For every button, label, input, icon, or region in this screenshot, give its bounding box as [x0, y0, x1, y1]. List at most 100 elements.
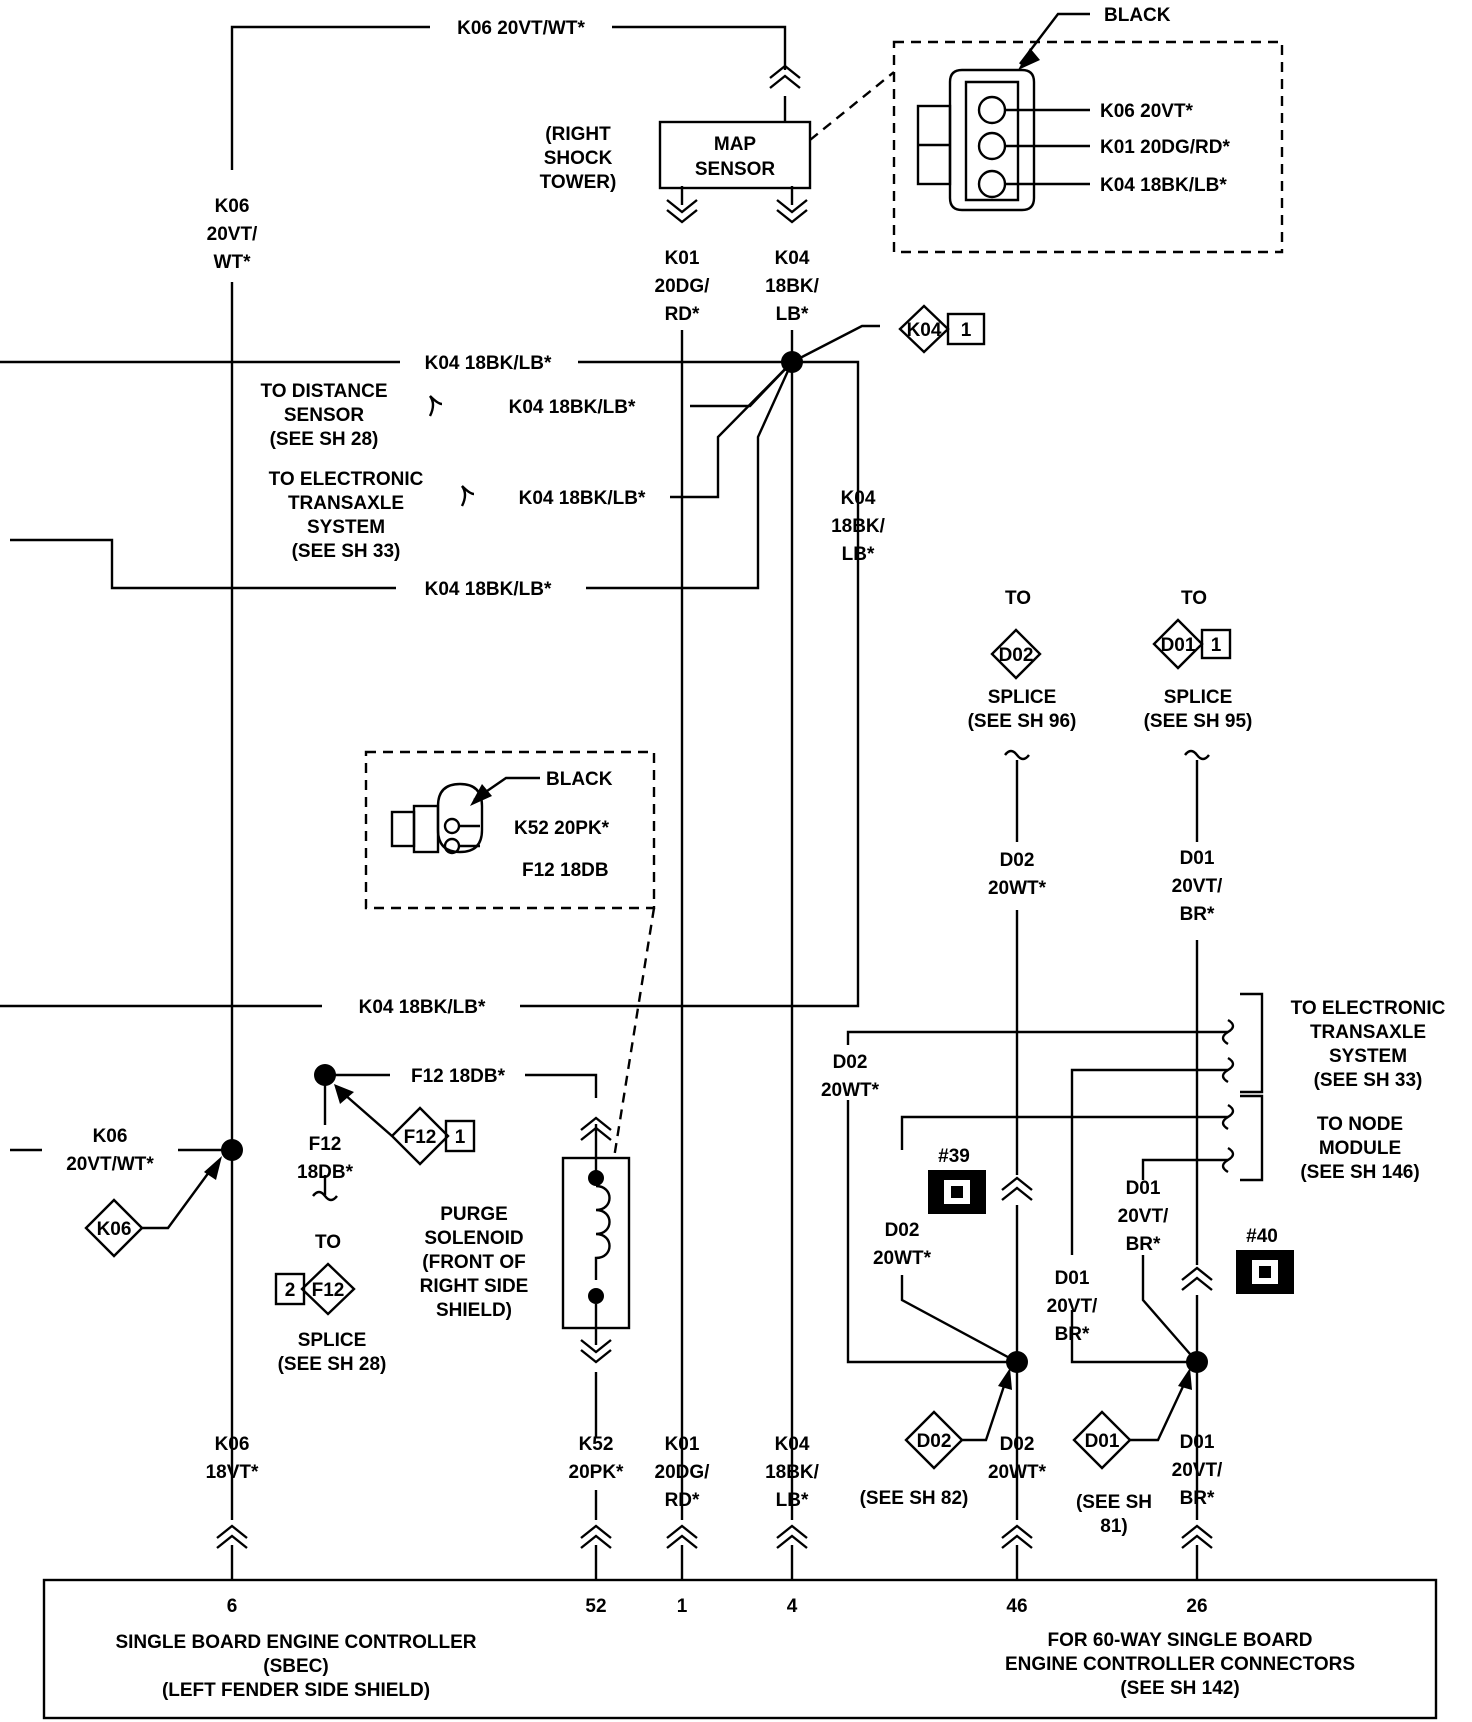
bottom-d01-2: 20VT/: [1172, 1460, 1223, 1481]
k04-map-2: 18BK/: [765, 276, 820, 297]
d02-mid-2: 20WT*: [873, 1248, 932, 1269]
k04-run-label-2: K04 18BK/LB*: [509, 397, 636, 418]
f12-splice-num: 2: [285, 1280, 296, 1301]
bottom-wire-labels: K06 18VT* K52 20PK* K01 20DG/ RD* K04 18…: [206, 1368, 1223, 1537]
purge-connector-body: [436, 782, 484, 854]
d01-tag-leader: [1130, 1379, 1188, 1442]
connectors-note-1: FOR 60-WAY SINGLE BOARD: [1048, 1630, 1313, 1651]
wire-break-icon: [312, 395, 1235, 1202]
d02-tag-diamond: [904, 1410, 964, 1470]
see-sh-82: (SEE SH 82): [860, 1488, 969, 1509]
see-sh-81-1: (SEE SH: [1076, 1492, 1152, 1513]
bottom-k06-1: K06: [215, 1434, 250, 1455]
f12-splice-dot: [314, 1064, 336, 1086]
bottom-k01-2: 20DG/: [655, 1462, 711, 1483]
connectors-note-3: (SEE SH 142): [1120, 1678, 1239, 1699]
f12-splice-to: TO: [315, 1232, 341, 1253]
bottom-k52-1: K52: [579, 1434, 614, 1455]
k06-top-wire-left: [230, 25, 430, 170]
sbec-title-1: SINGLE BOARD ENGINE CONTROLLER: [115, 1632, 476, 1653]
k04-splice-tag: K04: [907, 320, 942, 341]
d02-tag-leader: [962, 1379, 1008, 1442]
k04-branch-ets: [670, 361, 793, 499]
d01-mid-3: BR*: [1055, 1324, 1090, 1345]
purge-label-1: PURGE: [440, 1204, 508, 1225]
ets-left-4: (SEE SH 33): [292, 541, 401, 562]
top-labels: K06 20VT/WT* K06 20VT/ WT* K01 20DG/ RD*…: [207, 18, 986, 1018]
map-location-1: (RIGHT: [545, 124, 611, 145]
k01-map-1: K01: [665, 248, 700, 269]
d01-node-down: [1141, 1255, 1198, 1363]
map-pin-1: K06 20VT*: [1100, 101, 1194, 122]
f12-tag-diamond: [390, 1106, 450, 1166]
f12-vert-2: 18DB*: [297, 1162, 354, 1183]
k04-run-label-1: K04 18BK/LB*: [425, 353, 552, 374]
k06-left-1: K06: [215, 196, 250, 217]
k01-map-2: 20DG/: [655, 276, 711, 297]
purge-solenoid: PURGE SOLENOID (FRONT OF RIGHT SIDE SHIE…: [420, 1156, 631, 1330]
sbec-box: [42, 1578, 1438, 1720]
map-location-2: SHOCK: [544, 148, 613, 169]
ets-right-4: (SEE SH 33): [1314, 1070, 1423, 1091]
connectors-note-2: ENGINE CONTROLLER CONNECTORS: [1005, 1654, 1355, 1675]
map-sensor: MAP SENSOR (RIGHT SHOCK TOWER): [540, 71, 895, 193]
d01-splice-dot: [1186, 1351, 1208, 1373]
f12-splice-2: (SEE SH 28): [278, 1354, 387, 1375]
ground-39-label: #39: [938, 1146, 970, 1167]
ets-left-3: SYSTEM: [307, 517, 385, 538]
k04-splice-dot: [781, 351, 803, 373]
map-connector-leader: [1019, 12, 1090, 65]
d02-top-splice-2: (SEE SH 96): [968, 711, 1077, 732]
k04-loop-right: [520, 360, 860, 1008]
k04-map-1: K04: [775, 248, 810, 269]
bottom-d01-1: D01: [1180, 1432, 1215, 1453]
bottom-d02-1: D02: [1000, 1434, 1035, 1455]
d01-top-tag: D01: [1161, 635, 1196, 656]
node-module-1: TO NODE: [1317, 1114, 1403, 1135]
sbec-title-3: (LEFT FENDER SIDE SHIELD): [162, 1680, 430, 1701]
d02-left-2: 20WT*: [821, 1080, 880, 1101]
bottom-k52-2: 20PK*: [569, 1462, 625, 1483]
splice-dots: [221, 351, 1208, 1373]
wires: [0, 25, 1228, 1580]
bottom-d02-2: 20WT*: [988, 1462, 1047, 1483]
k04-splice-num: 1: [961, 320, 972, 341]
k06-tag-leader: [142, 1167, 213, 1230]
d02-top-wire-1: D02: [1000, 850, 1035, 871]
solenoid-coil-icon: [594, 1184, 611, 1280]
purge-connector-frame: [364, 750, 656, 910]
map-connector-color: BLACK: [1104, 5, 1171, 26]
k06-mid-2: 20VT/WT*: [66, 1154, 154, 1175]
map-sensor-box: [658, 120, 812, 190]
d01-top-wire-3: BR*: [1180, 904, 1215, 925]
pin-46: 46: [1006, 1596, 1027, 1617]
k04-run-label-4: K04 18BK/LB*: [425, 579, 552, 600]
d01-top-num: 1: [1211, 635, 1222, 656]
d01-node-1: D01: [1126, 1178, 1161, 1199]
k04-run-label-5: K04 18BK/LB*: [359, 997, 486, 1018]
bottom-k01-1: K01: [665, 1434, 700, 1455]
d02-top-splice: TO D02 SPLICE (SEE SH 96) D02 20WT*: [968, 588, 1077, 899]
pin-52: 52: [585, 1596, 606, 1617]
k04-right-1: K04: [841, 488, 876, 509]
ets-right-2: TRANSAXLE: [1310, 1022, 1426, 1043]
node-bracket: [1240, 1094, 1264, 1182]
k06-splice-dot: [221, 1139, 243, 1161]
purge-connector-detail: BLACK K52 20PK* F12 18DB: [364, 750, 656, 1159]
k04-map-3: LB*: [776, 304, 809, 325]
ets-left-2: TRANSAXLE: [288, 493, 404, 514]
bottom-k04-2: 18BK/: [765, 1462, 820, 1483]
d02-splice-dot: [1006, 1351, 1028, 1373]
purge-callout-dash: [612, 907, 656, 1159]
map-pin-3: K04 18BK/LB*: [1100, 175, 1227, 196]
map-pin-2: K01 20DG/RD*: [1100, 137, 1230, 158]
f12-splice-1: SPLICE: [298, 1330, 367, 1351]
f12-num: 1: [455, 1127, 466, 1148]
map-callout-dash: [809, 71, 895, 141]
ets-left-1: TO ELECTRONIC: [269, 469, 424, 490]
k04-run-label-3: K04 18BK/LB*: [519, 488, 646, 509]
f12-run-b: [525, 1073, 598, 1098]
ets-right-3: SYSTEM: [1329, 1046, 1407, 1067]
ets-right-1: TO ELECTRONIC: [1291, 998, 1446, 1019]
k06-top-wire-right: [612, 25, 787, 70]
